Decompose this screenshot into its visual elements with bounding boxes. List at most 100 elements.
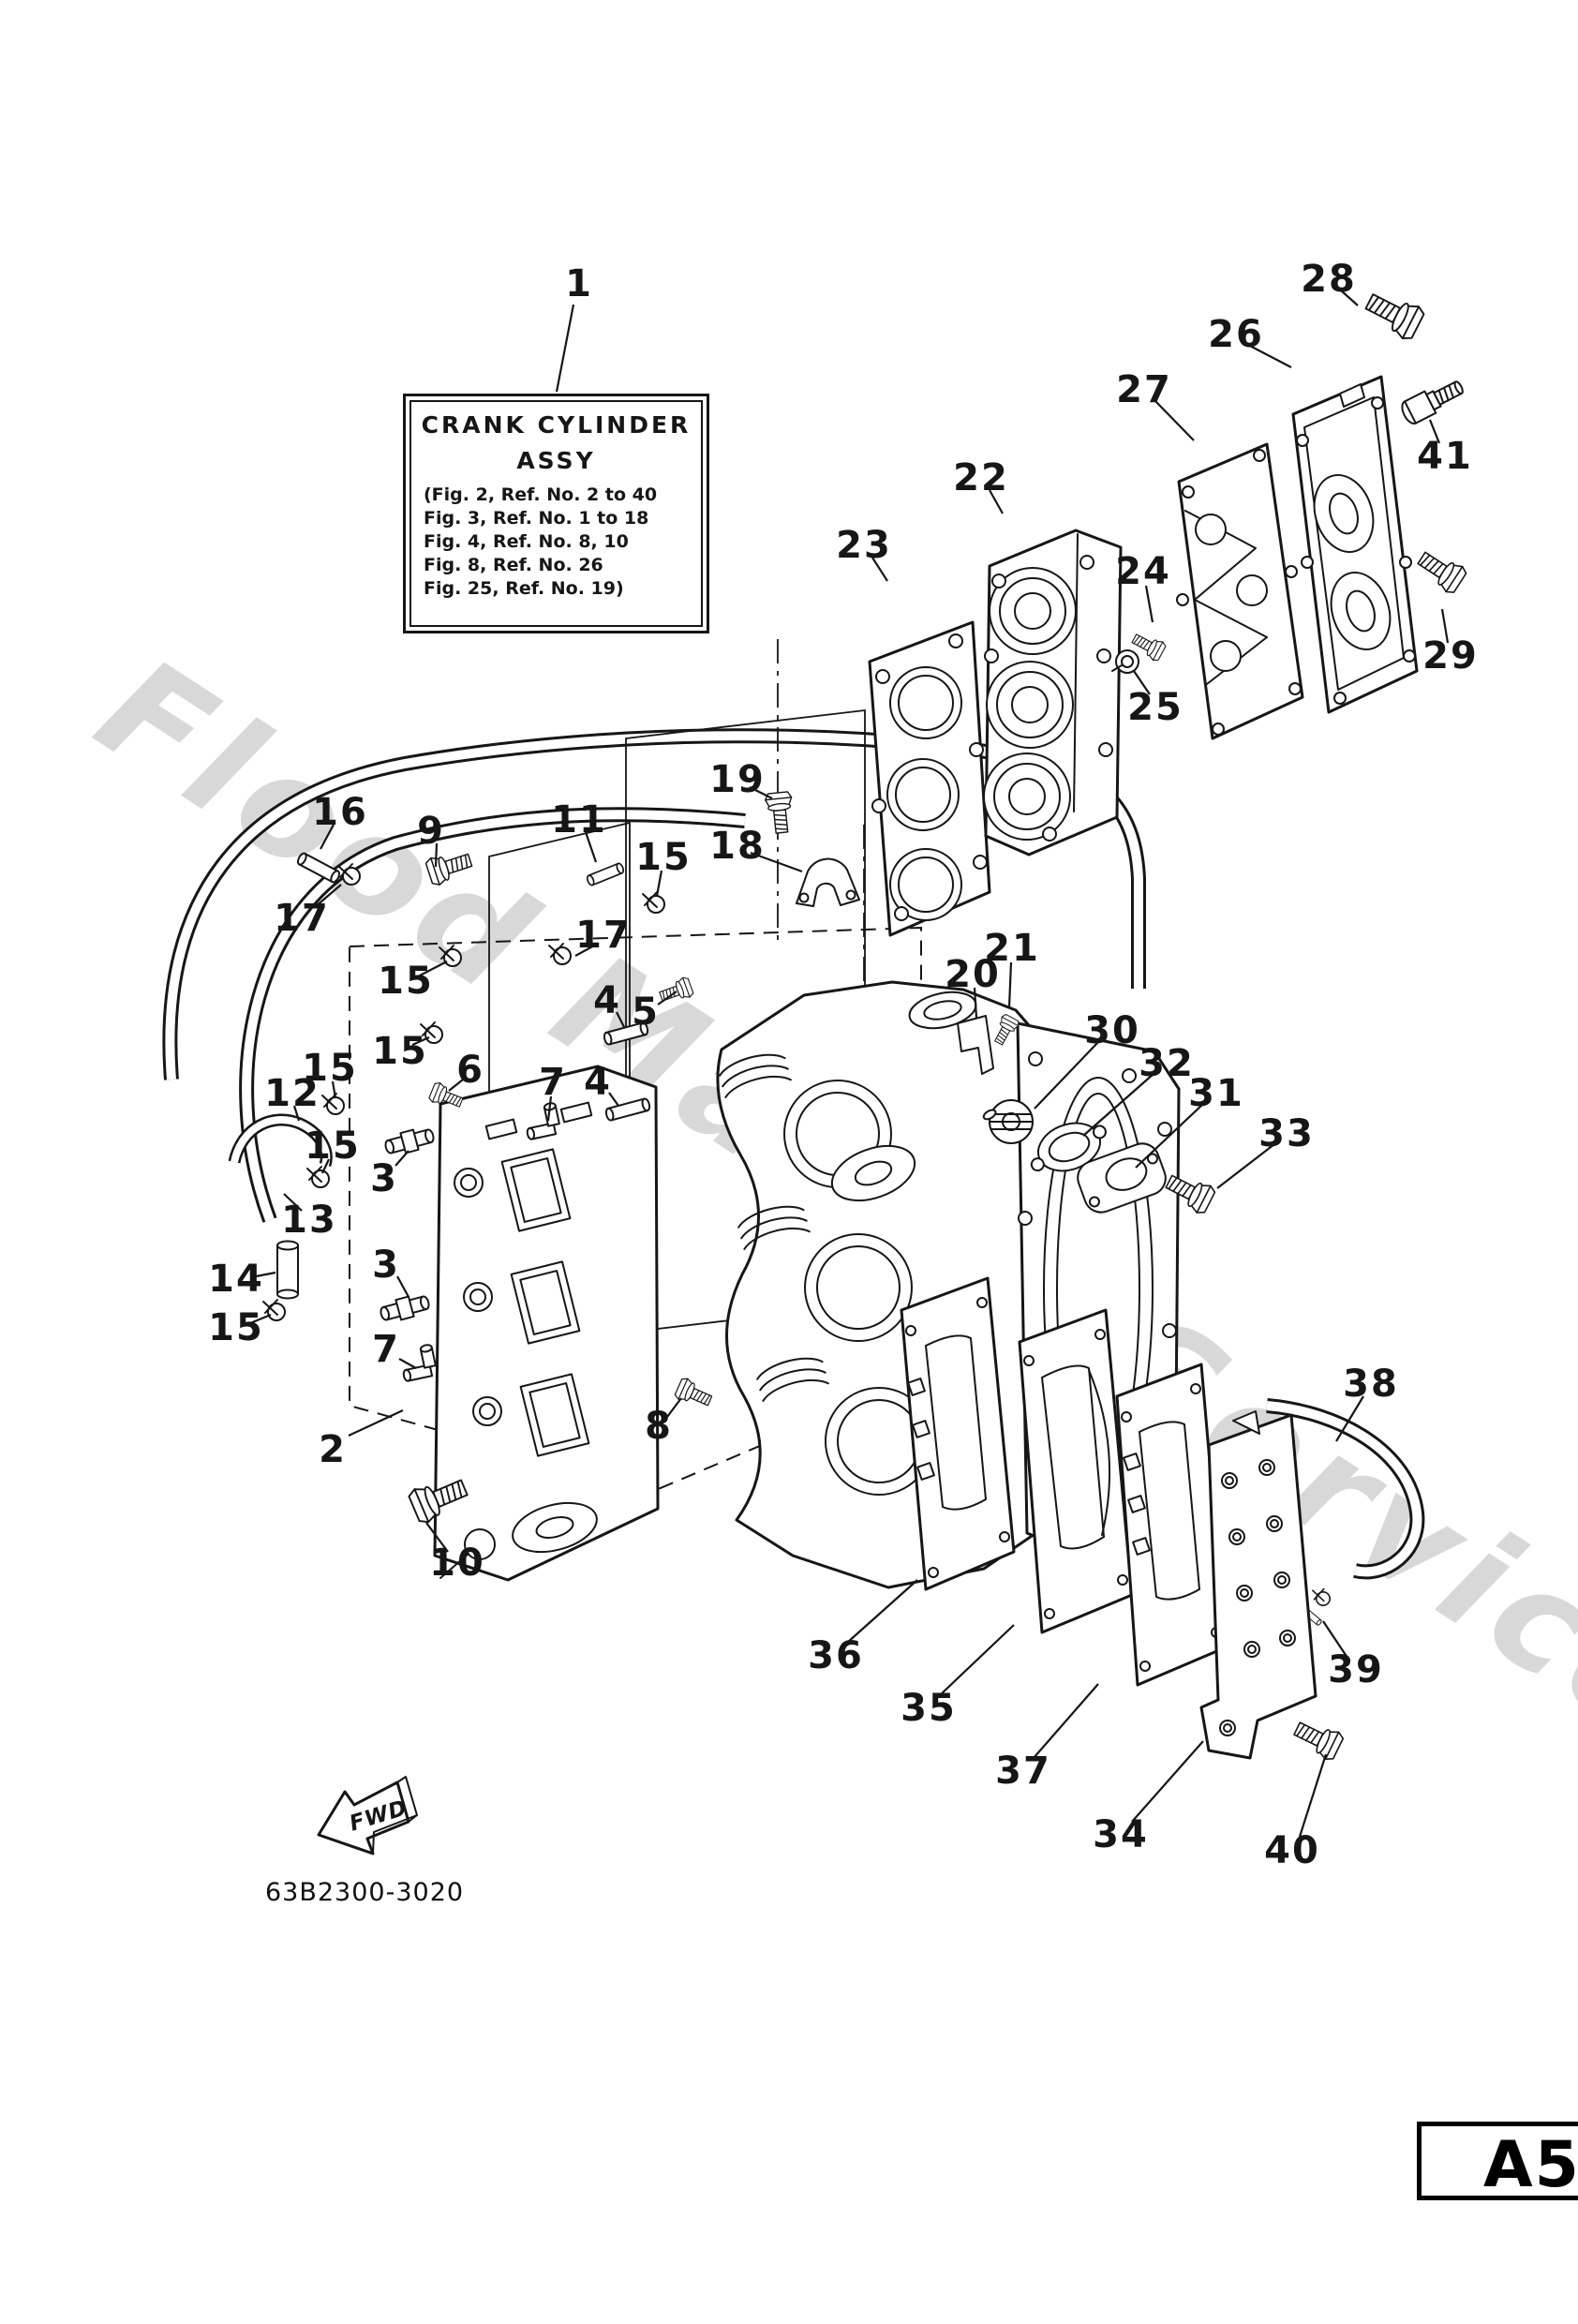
callout-26: 26	[1208, 313, 1264, 356]
tube-14-drawing	[276, 1240, 299, 1300]
crankcase-drawing	[433, 1065, 660, 1582]
leader-line-13	[283, 1193, 303, 1212]
leader-line-15	[331, 1080, 337, 1099]
callout-41: 41	[1417, 435, 1473, 478]
callout-37: 37	[995, 1750, 1051, 1793]
callout-18: 18	[709, 825, 766, 868]
callout-8: 8	[645, 1405, 673, 1448]
leader-line-30	[1034, 1041, 1099, 1110]
leader-line-10	[425, 1522, 449, 1553]
leader-lines	[249, 289, 1450, 1838]
leader-line-12	[292, 1105, 301, 1122]
leader-line-34	[1131, 1740, 1204, 1823]
callout-27: 27	[1116, 368, 1172, 411]
callout-13: 13	[281, 1199, 337, 1242]
tube-11-drawing	[585, 861, 626, 887]
callout-14: 14	[208, 1258, 264, 1301]
callout-24: 24	[1115, 550, 1171, 593]
leader-line-39	[1322, 1620, 1348, 1659]
leader-line-5	[657, 991, 677, 1006]
callout-38: 38	[1343, 1363, 1399, 1406]
exhaust-outer-gasket-37-drawing	[1115, 1363, 1228, 1687]
hose-38-drawing	[1266, 1398, 1425, 1580]
leader-line-41	[1428, 419, 1441, 444]
leader-line-4	[616, 1011, 625, 1028]
callout-6: 6	[456, 1049, 484, 1092]
leader-line-15	[411, 1035, 430, 1047]
callout-29: 29	[1422, 634, 1479, 678]
exhaust-inner-cover-35-drawing	[1018, 1308, 1134, 1634]
leader-line-11	[584, 831, 598, 863]
figure-reference: Fig. 25, Ref. No. 19)	[424, 578, 624, 599]
callout-19: 19	[709, 758, 766, 801]
callout-2: 2	[319, 1428, 347, 1471]
callout-9: 9	[417, 810, 445, 853]
leader-line-3	[394, 1150, 409, 1167]
exhaust-outer-cover-34-drawing	[1199, 1410, 1317, 1760]
leader-line-9	[434, 842, 439, 868]
leader-line-8	[666, 1397, 682, 1418]
figure-reference: Fig. 3, Ref. No. 1 to 18	[424, 508, 649, 529]
leader-line-32	[1082, 1073, 1154, 1137]
assembly-subtitle: ASSY	[516, 447, 596, 474]
callout-23: 23	[836, 524, 892, 567]
leader-line-27	[1154, 400, 1195, 441]
figure-references: (Fig. 2, Ref. No. 2 to 40 Fig. 3, Ref. N…	[411, 484, 701, 601]
leader-line-23	[871, 557, 888, 582]
callout-16: 16	[312, 791, 368, 834]
anode-plug-41-drawing	[1401, 380, 1464, 425]
callout-22: 22	[953, 456, 1009, 499]
cylinder-head-22-drawing	[983, 529, 1123, 857]
callout-25: 25	[1127, 686, 1184, 729]
callout-36: 36	[808, 1634, 864, 1677]
fwd-arrow-icon	[317, 1776, 418, 1855]
leader-line-16	[320, 824, 335, 850]
callout-15: 15	[378, 960, 434, 1003]
callout-30: 30	[1084, 1009, 1140, 1052]
callout-4: 4	[584, 1061, 612, 1104]
leader-line-3	[396, 1275, 409, 1298]
leader-line-40	[1298, 1753, 1328, 1838]
clamp-bracket-18-drawing	[796, 857, 860, 907]
leader-line-20	[973, 987, 978, 1019]
leader-line-35	[939, 1624, 1015, 1696]
head-cover-gasket-27-drawing	[1176, 442, 1304, 740]
leader-line-36	[846, 1579, 918, 1644]
exhaust-gasket-36-drawing	[900, 1276, 1016, 1591]
crankcase-dashed-box	[349, 926, 922, 1492]
cylinder-head-cover-26-drawing	[1291, 375, 1419, 714]
leader-line-17	[314, 884, 342, 908]
callout-35: 35	[901, 1687, 957, 1730]
leader-line-19	[749, 786, 773, 799]
leader-line-7	[398, 1358, 417, 1369]
callout-15: 15	[302, 1047, 358, 1090]
assembly-title: CRANK CYLINDER	[421, 411, 692, 439]
leader-line-7	[546, 1095, 553, 1122]
callout-7: 7	[539, 1061, 567, 1104]
callout-10: 10	[429, 1542, 485, 1585]
callout-20: 20	[945, 953, 1001, 996]
leader-line-18	[750, 851, 803, 873]
callout-17: 17	[274, 897, 330, 940]
leader-line-15	[419, 961, 448, 976]
callout-7: 7	[372, 1328, 400, 1371]
callout-32: 32	[1139, 1042, 1195, 1085]
leader-line-22	[989, 489, 1004, 514]
callout-21: 21	[984, 927, 1040, 970]
leader-line-37	[1033, 1683, 1099, 1759]
callout-11: 11	[551, 798, 607, 842]
leader-line-25	[1133, 670, 1151, 695]
callout-4: 4	[593, 979, 621, 1022]
head-gasket-23-drawing	[868, 620, 991, 937]
page-tag: A5	[1483, 2128, 1578, 2202]
callout-15: 15	[635, 836, 692, 879]
callout-15: 15	[305, 1125, 361, 1168]
assembly-info-box-inner: CRANK CYLINDER ASSY (Fig. 2, Ref. No. 2 …	[409, 400, 703, 627]
page-tag-box: A5	[1417, 2122, 1578, 2202]
leader-line-15	[321, 1158, 330, 1174]
callout-15: 15	[208, 1306, 264, 1349]
leader-line-26	[1247, 344, 1292, 368]
figure-reference: Fig. 8, Ref. No. 26	[424, 555, 603, 575]
